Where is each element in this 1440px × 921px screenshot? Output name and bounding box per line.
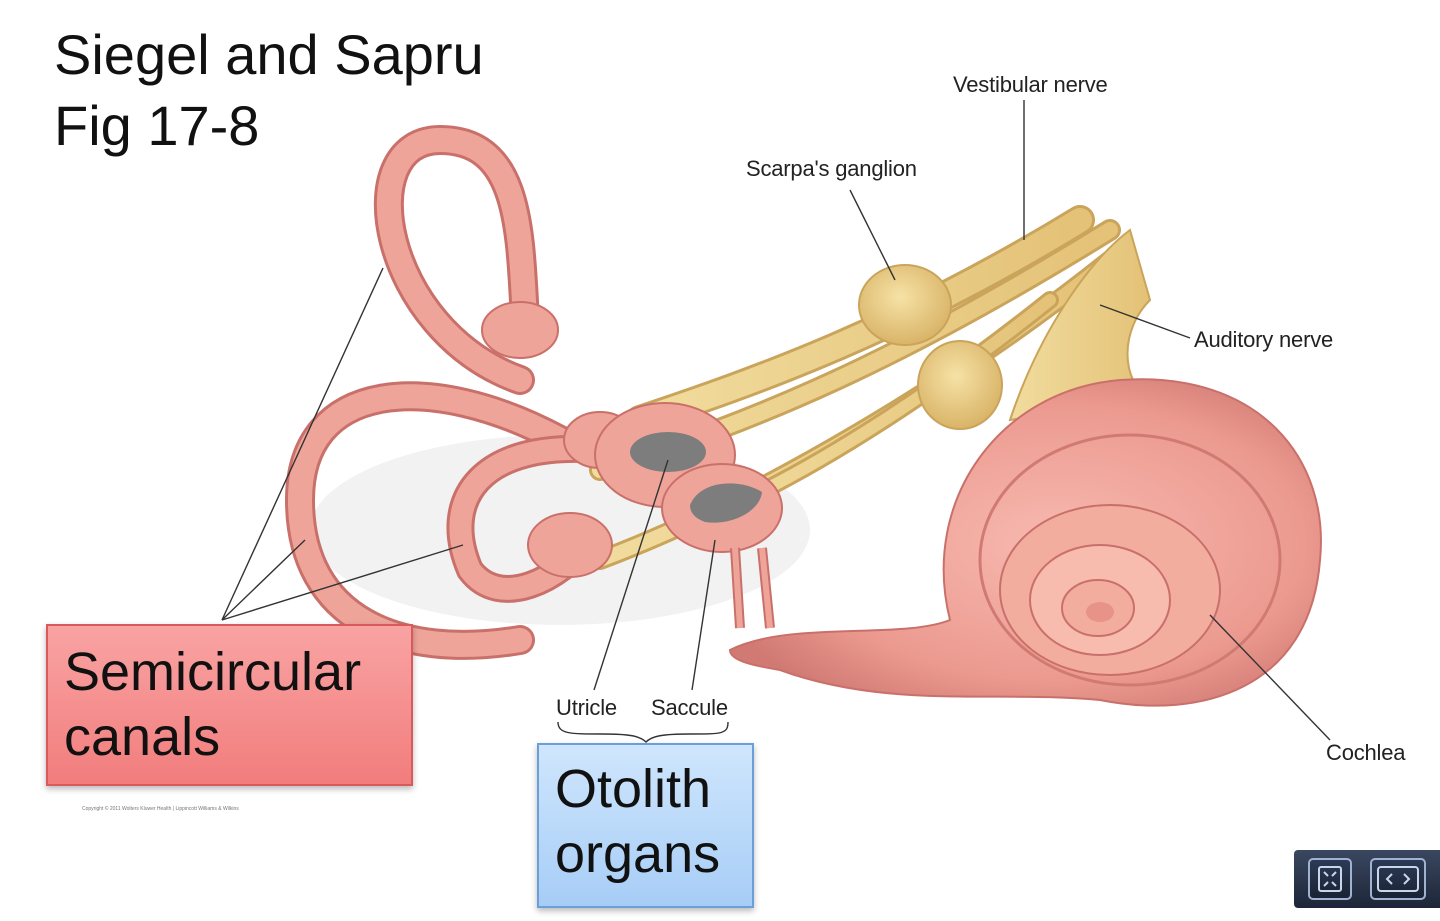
figure-title-line1: Siegel and Sapru	[54, 23, 484, 86]
fit-screen-icon	[1318, 866, 1342, 892]
label-utricle: Utricle	[556, 695, 617, 720]
copyright-text: Copyright © 2011 Wolters Kluwer Health |…	[82, 806, 239, 812]
scarpas-ganglion-upper	[858, 264, 952, 346]
nerve-bundle	[589, 205, 1121, 570]
label-saccule: Saccule	[651, 695, 728, 720]
otolith-callout-line1: Otolith	[555, 759, 712, 819]
semicircular-canals-callout: Semicircular canals	[46, 624, 413, 786]
otolith-organs-callout: Otolith organs	[537, 743, 754, 908]
label-cochlea: Cochlea	[1326, 740, 1406, 765]
ampulla-lateral	[527, 512, 613, 578]
cochlea	[728, 378, 1322, 707]
prev-next-button[interactable]	[1370, 858, 1426, 900]
fit-screen-button[interactable]	[1308, 858, 1352, 900]
label-vestibular-nerve: Vestibular nerve	[953, 72, 1108, 97]
saccule-macula	[690, 483, 762, 523]
viewer-controls	[1294, 850, 1440, 908]
leader-lines	[221, 100, 1331, 743]
label-scarpas-ganglion: Scarpa's ganglion	[746, 156, 917, 181]
otolith-callout-line2: organs	[555, 823, 721, 884]
utricle-macula	[630, 432, 706, 472]
semicircular-callout-line1: Semicircular	[64, 642, 362, 702]
scarpas-ganglion-lower	[917, 340, 1003, 430]
ampulla-superior	[481, 301, 559, 359]
semicircular-callout-line2: canals	[64, 706, 221, 767]
prev-next-icon	[1377, 866, 1419, 892]
label-auditory-nerve: Auditory nerve	[1194, 327, 1334, 352]
auditory-nerve-fan	[1008, 228, 1153, 422]
figure-title-line2: Fig 17-8	[54, 94, 260, 157]
